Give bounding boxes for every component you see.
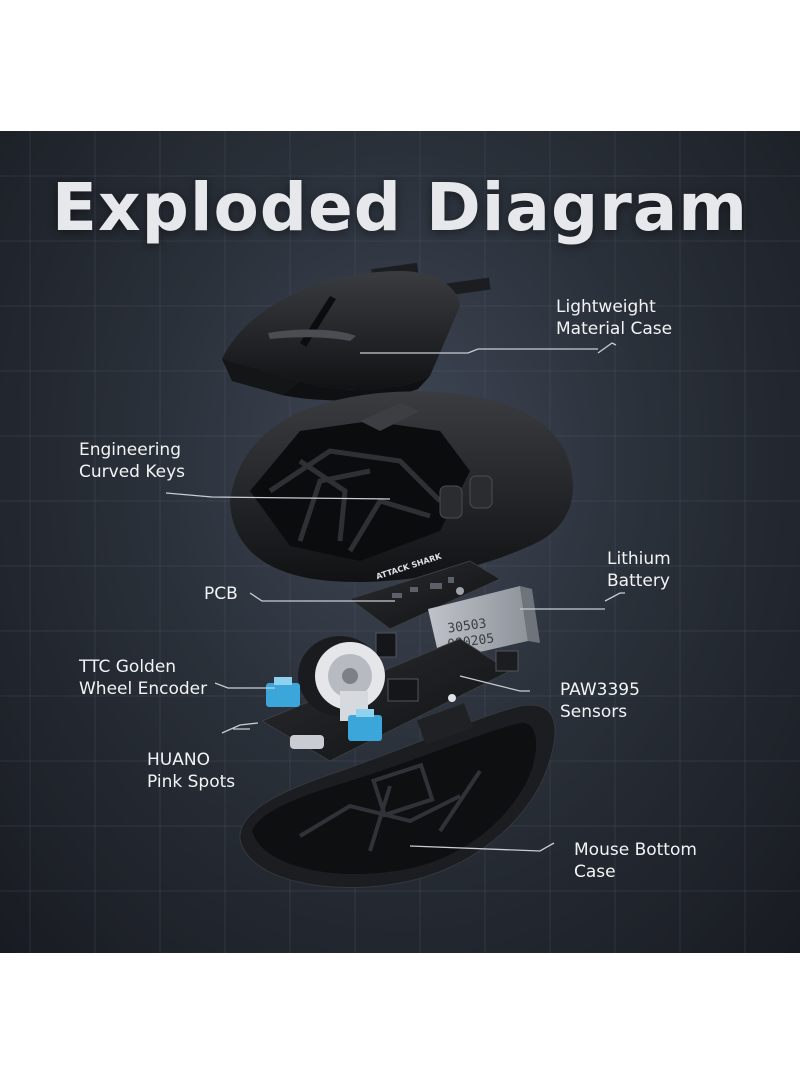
usb-c-port xyxy=(290,735,324,749)
label-bottom-case-line1: Mouse Bottom xyxy=(574,840,697,860)
label-pcb-line1: PCB xyxy=(204,584,238,604)
label-lightweight-case-line2: Material Case xyxy=(556,319,673,339)
label-bottom-case: Mouse Bottom Case xyxy=(574,839,697,883)
label-pcb: PCB xyxy=(204,583,238,605)
diagram-canvas: Exploded Diagram xyxy=(0,131,800,953)
huano-switch-right xyxy=(348,709,382,741)
label-engineering-keys-line2: Curved Keys xyxy=(79,462,186,482)
exploded-mouse: 30503 080205 ATTACK SHARK xyxy=(165,262,625,888)
huano-switch-left xyxy=(266,677,300,707)
leader-lines xyxy=(165,342,625,852)
mainboard-part xyxy=(260,632,519,762)
label-ttc-encoder-line2: Wheel Encoder xyxy=(79,679,208,699)
label-ttc-encoder-line1: TTC Golden xyxy=(79,657,177,677)
label-huano-switches-line1: HUANO xyxy=(147,750,210,770)
diagram-title: Exploded Diagram xyxy=(51,169,749,246)
label-bottom-case-line2: Case xyxy=(574,862,616,882)
label-lithium-battery: Lithium Battery xyxy=(607,548,671,592)
label-lightweight-case-line1: Lightweight xyxy=(556,297,656,317)
top-cover-part xyxy=(222,262,491,401)
label-lithium-battery-line1: Lithium xyxy=(607,549,671,569)
upper-shell-part xyxy=(230,391,573,582)
label-huano-switches-line2: Pink Spots xyxy=(147,772,236,792)
battery-code-1: 30503 xyxy=(447,616,488,636)
label-lithium-battery-line2: Battery xyxy=(607,571,670,591)
bottom-case-part xyxy=(239,703,556,888)
label-huano-switches: HUANO Pink Spots xyxy=(147,749,235,793)
label-engineering-keys-line1: Engineering xyxy=(79,440,181,460)
label-paw-sensor: PAW3395 Sensors xyxy=(560,679,640,723)
label-engineering-keys: Engineering Curved Keys xyxy=(79,439,185,483)
label-ttc-encoder: TTC Golden Wheel Encoder xyxy=(79,656,207,700)
label-paw-sensor-line1: PAW3395 xyxy=(560,680,640,700)
label-lightweight-case: Lightweight Material Case xyxy=(556,296,672,340)
scroll-wheel xyxy=(298,636,385,721)
label-paw-sensor-line2: Sensors xyxy=(560,702,628,722)
